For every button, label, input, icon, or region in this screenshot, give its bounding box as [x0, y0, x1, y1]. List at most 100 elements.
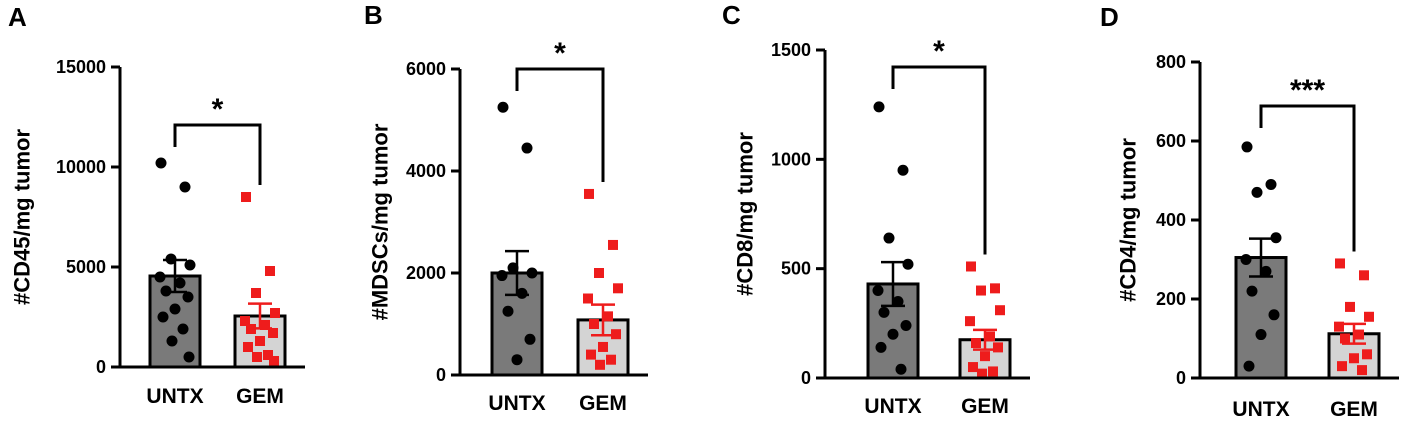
data-point-untx	[497, 101, 509, 113]
data-point-untx	[887, 328, 899, 340]
y-tick-label: 200	[1156, 289, 1186, 309]
data-point-untx	[895, 363, 907, 375]
x-category-label: GEM	[236, 385, 284, 408]
data-point-untx	[1243, 360, 1255, 372]
y-tick-label: 10000	[56, 157, 106, 177]
data-point-untx	[177, 323, 189, 335]
data-point-gem	[1354, 329, 1364, 340]
x-category-label: GEM	[579, 392, 627, 415]
significance-bracket	[1259, 104, 1356, 252]
data-point-gem	[603, 311, 613, 322]
panel-letter: D	[1100, 2, 1119, 32]
data-point-gem	[1334, 321, 1344, 332]
y-tick-label: 6000	[406, 59, 446, 79]
data-point-untx	[524, 333, 536, 345]
data-point-gem	[1340, 333, 1350, 344]
data-point-gem	[1349, 353, 1359, 364]
data-point-gem	[270, 308, 280, 318]
data-point-untx	[883, 232, 895, 244]
panel-letter: A	[8, 2, 27, 32]
data-point-gem	[595, 359, 605, 370]
significance-label: *	[212, 93, 224, 126]
data-point-untx	[179, 181, 191, 193]
y-tick-label: 4000	[406, 161, 446, 181]
data-point-gem	[995, 305, 1005, 316]
data-point-untx	[182, 291, 194, 303]
data-point-gem	[583, 293, 593, 304]
data-point-gem	[243, 342, 253, 352]
data-point-gem	[606, 354, 616, 365]
data-point-gem	[586, 349, 596, 360]
data-point-untx	[902, 258, 914, 270]
data-point-untx	[878, 306, 890, 318]
data-point-untx	[872, 285, 884, 297]
data-point-gem	[613, 283, 623, 294]
y-tick-label: 2000	[406, 263, 446, 283]
data-point-untx	[1255, 329, 1267, 341]
data-point-gem	[608, 239, 618, 250]
significance-bracket	[891, 65, 987, 255]
data-point-untx	[897, 164, 909, 176]
data-point-gem	[260, 320, 270, 330]
x-category-label: UNTX	[488, 392, 545, 415]
data-point-gem	[1364, 311, 1374, 322]
significance-label: *	[933, 35, 945, 68]
data-point-gem	[598, 341, 608, 352]
data-point-gem	[971, 338, 981, 349]
data-point-gem	[1335, 258, 1345, 269]
data-point-gem	[594, 268, 604, 278]
data-point-gem	[1345, 301, 1355, 312]
data-point-gem	[1362, 349, 1372, 360]
y-axis-label: #CD8/mg tumor	[733, 132, 758, 296]
data-point-gem	[985, 331, 995, 342]
data-point-untx	[875, 341, 887, 353]
data-point-untx	[183, 351, 195, 363]
panel-letter: C	[722, 0, 741, 30]
data-point-untx	[155, 157, 167, 169]
y-tick-label: 0	[1176, 368, 1186, 388]
data-point-gem	[255, 336, 265, 346]
data-point-gem	[1357, 365, 1367, 376]
data-point-untx	[502, 305, 514, 317]
panel-letter: B	[364, 0, 383, 30]
y-tick-label: 400	[1156, 210, 1186, 230]
data-point-untx	[1246, 285, 1258, 297]
y-tick-label: 500	[781, 259, 811, 279]
data-point-gem	[977, 368, 987, 379]
data-point-gem	[589, 319, 599, 329]
x-category-label: UNTX	[864, 395, 921, 418]
data-point-gem	[269, 356, 279, 366]
data-point-untx	[1270, 232, 1282, 244]
data-point-untx	[521, 142, 533, 154]
data-point-untx	[174, 277, 186, 289]
data-point-gem	[265, 266, 275, 276]
data-point-untx	[873, 101, 885, 113]
data-point-gem	[251, 288, 261, 298]
data-point-untx	[900, 320, 912, 332]
data-point-gem	[263, 350, 273, 360]
data-point-gem	[241, 192, 251, 202]
y-tick-label: 600	[1156, 131, 1186, 151]
data-point-gem	[1359, 270, 1369, 281]
y-tick-label: 0	[801, 368, 811, 388]
data-point-gem	[240, 316, 250, 326]
data-point-gem	[988, 366, 998, 377]
data-point-untx	[166, 335, 178, 347]
data-point-gem	[611, 329, 621, 340]
y-axis-label: #CD4/mg tumor	[1116, 138, 1141, 302]
data-point-untx	[1241, 141, 1253, 153]
y-axis-label: #MDSCs/mg tumor	[368, 123, 393, 320]
data-point-untx	[1265, 178, 1277, 190]
data-point-gem	[1337, 361, 1347, 372]
data-point-untx	[1260, 265, 1272, 277]
y-tick-label: 1500	[771, 40, 811, 60]
y-tick-label: 800	[1156, 52, 1186, 72]
data-point-gem	[990, 283, 1000, 294]
y-tick-label: 1000	[771, 149, 811, 169]
data-point-gem	[268, 328, 278, 338]
data-point-gem	[993, 342, 1003, 353]
data-point-untx	[1251, 186, 1263, 198]
